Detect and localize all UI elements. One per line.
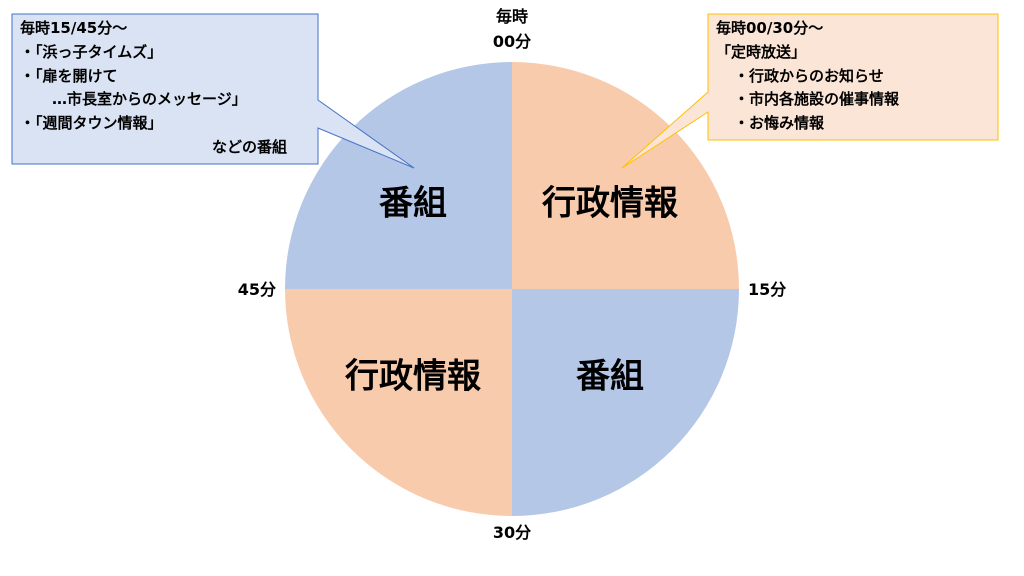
sector-label-bottom-right: 番組	[576, 357, 644, 397]
clock-label-top-line1: 毎時	[496, 7, 528, 26]
callout-left: 毎時15/45分～ ・「浜っ子タイムズ」 ・「扉を開けて …市長室からのメッセー…	[11, 13, 415, 169]
callout-right-line: ・お悔み情報	[734, 114, 825, 132]
sector-bottom-right	[512, 289, 739, 516]
sector-bottom-left	[285, 289, 512, 516]
sector-label-top-left: 番組	[379, 184, 447, 224]
clock-label-bottom: 30分	[493, 523, 531, 542]
callout-right-bubble	[621, 13, 999, 169]
callout-left-line: …市長室からのメッセージ」	[52, 90, 247, 108]
callout-left-line: ・「浜っ子タイムズ」	[20, 43, 162, 61]
sector-label-top-right: 行政情報	[542, 184, 678, 224]
callout-right-line: 「定時放送」	[716, 43, 806, 61]
callout-left-line: ・「週間タウン情報」	[20, 114, 163, 132]
sector-top-left	[285, 62, 512, 289]
sector-label-bottom-left: 行政情報	[345, 357, 481, 397]
callout-left-line: 毎時15/45分～	[20, 19, 127, 37]
callout-left-bubble	[11, 13, 415, 169]
callout-right-line: ・行政からのお知らせ	[734, 67, 884, 85]
clock-label-right: 15分	[748, 280, 786, 299]
clock-label-left: 45分	[238, 280, 276, 299]
callout-right-line: 毎時00/30分～	[716, 19, 823, 37]
callout-right: 毎時00/30分～ 「定時放送」 ・行政からのお知らせ ・市内各施設の催事情報 …	[621, 13, 999, 169]
callout-left-line: ・「扉を開けて	[20, 67, 118, 85]
callout-right-line: ・市内各施設の催事情報	[734, 90, 900, 108]
sector-top-right	[512, 62, 739, 289]
clock-label-top-line2: 00分	[493, 32, 531, 51]
callout-left-line: などの番組	[212, 138, 287, 156]
